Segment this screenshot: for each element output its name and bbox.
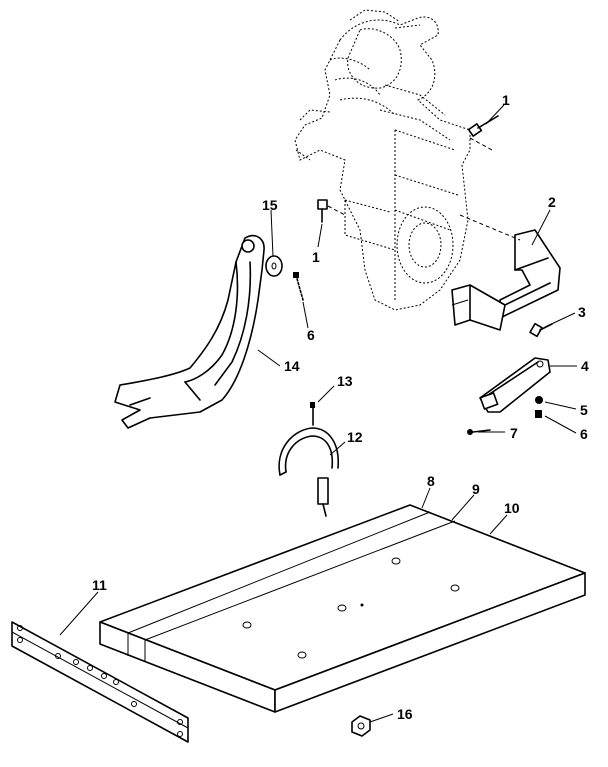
- part-11-rail-bar: [11, 621, 189, 743]
- callout-3: 3: [578, 304, 586, 320]
- callout-1-upper: 1: [502, 92, 510, 108]
- part-5-nut: [535, 396, 543, 404]
- part-16-nut: [351, 715, 371, 737]
- callout-16: 16: [397, 706, 413, 722]
- callout-labels: 1 1 2 3 4 5 6 6 7 8 9 10 11 12 13 14 15 …: [92, 92, 589, 722]
- motor-housing-ghost: [294, 9, 471, 311]
- part-6-screw-right: [535, 410, 542, 418]
- callout-11: 11: [92, 577, 107, 593]
- callout-13: 13: [337, 373, 353, 389]
- callout-9: 9: [472, 481, 480, 497]
- table-board: [99, 504, 586, 713]
- part-13-screw: [310, 402, 315, 426]
- callout-2: 2: [548, 194, 556, 210]
- part-6-screw-left: [293, 272, 304, 301]
- callout-8: 8: [427, 473, 435, 489]
- part-14-guard-arm: [114, 234, 265, 429]
- part-1-screw-upper: [467, 115, 499, 151]
- part-2-bracket: [451, 214, 561, 331]
- part-12-arc-clamp: [278, 427, 339, 517]
- leader-lines: [59, 104, 577, 723]
- callout-10: 10: [504, 500, 520, 516]
- callout-1-left: 1: [312, 249, 320, 265]
- callout-6-left: 6: [307, 327, 315, 343]
- callout-5: 5: [580, 402, 588, 418]
- callout-15: 15: [262, 197, 278, 213]
- callout-6-right: 6: [580, 426, 588, 442]
- callout-7: 7: [510, 425, 518, 441]
- part-7-screw: [467, 429, 491, 435]
- callout-14: 14: [284, 358, 300, 374]
- callout-4: 4: [581, 358, 589, 374]
- part-15-washer: [265, 255, 283, 277]
- callout-12: 12: [347, 429, 363, 445]
- part-1-screw-left: [317, 199, 346, 223]
- part-4-rail: [479, 357, 551, 413]
